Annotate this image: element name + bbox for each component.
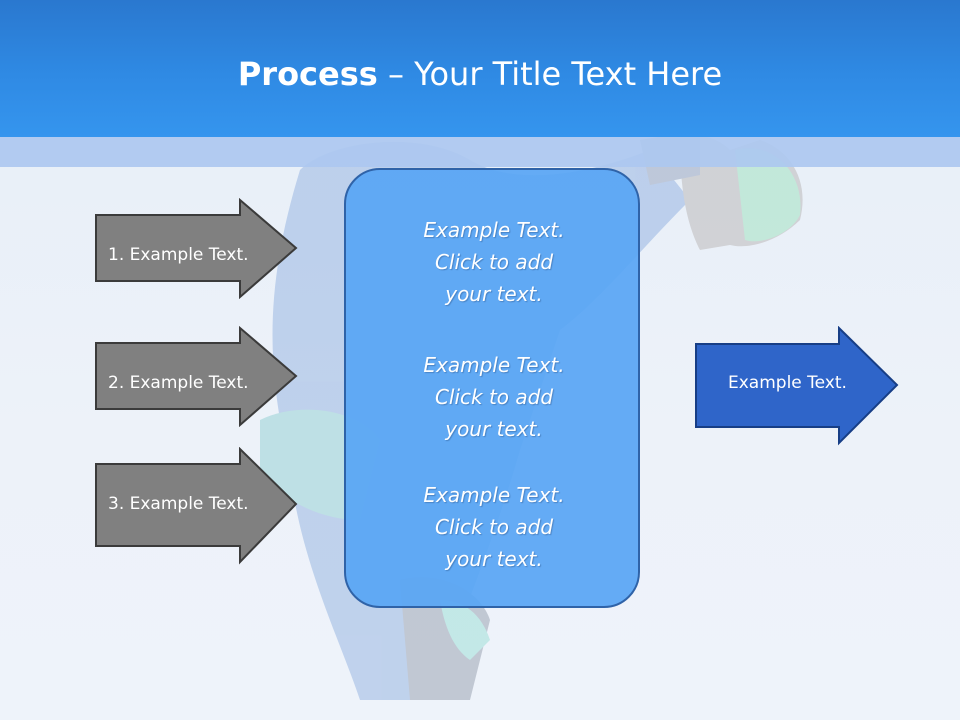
left-arrow-2-label: 2. Example Text. xyxy=(108,373,249,393)
right-arrow-label: Example Text. xyxy=(728,373,847,393)
center-paragraph-2-line-1: Example Text. xyxy=(423,353,565,377)
center-paragraph-1-line-1: Example Text. xyxy=(423,218,565,242)
title-rest: – Your Title Text Here xyxy=(377,55,723,93)
center-paragraph-2-line-3: your text. xyxy=(445,417,543,441)
center-paragraph-2-line-2: Click to add xyxy=(434,385,554,409)
left-arrow-3-label: 3. Example Text. xyxy=(108,494,249,514)
title-bold-word: Process xyxy=(237,55,378,93)
center-paragraph-3-line-2: Click to add xyxy=(434,515,554,539)
slide-title[interactable]: Process – Your Title Text Here xyxy=(0,52,960,96)
center-paragraph-3-line-1: Example Text. xyxy=(423,483,565,507)
center-paragraph-1-line-2: Click to add xyxy=(434,250,554,274)
center-paragraph-3-line-3: your text. xyxy=(445,547,543,571)
center-paragraph-3: Example Text. Click to add your text. xyxy=(346,479,642,575)
center-text-box[interactable]: Example Text. Click to add your text. Ex… xyxy=(344,168,640,608)
header-band xyxy=(0,0,960,137)
center-paragraph-1: Example Text. Click to add your text. xyxy=(346,214,642,310)
left-arrow-1-label: 1. Example Text. xyxy=(108,245,249,265)
right-arrow[interactable] xyxy=(694,326,900,446)
left-arrow-3[interactable] xyxy=(94,447,298,566)
left-arrow-2[interactable] xyxy=(94,326,298,427)
center-paragraph-1-line-3: your text. xyxy=(445,282,543,306)
left-arrow-1[interactable] xyxy=(94,198,298,299)
header-sub-band xyxy=(0,137,960,167)
center-paragraph-2: Example Text. Click to add your text. xyxy=(346,349,642,445)
